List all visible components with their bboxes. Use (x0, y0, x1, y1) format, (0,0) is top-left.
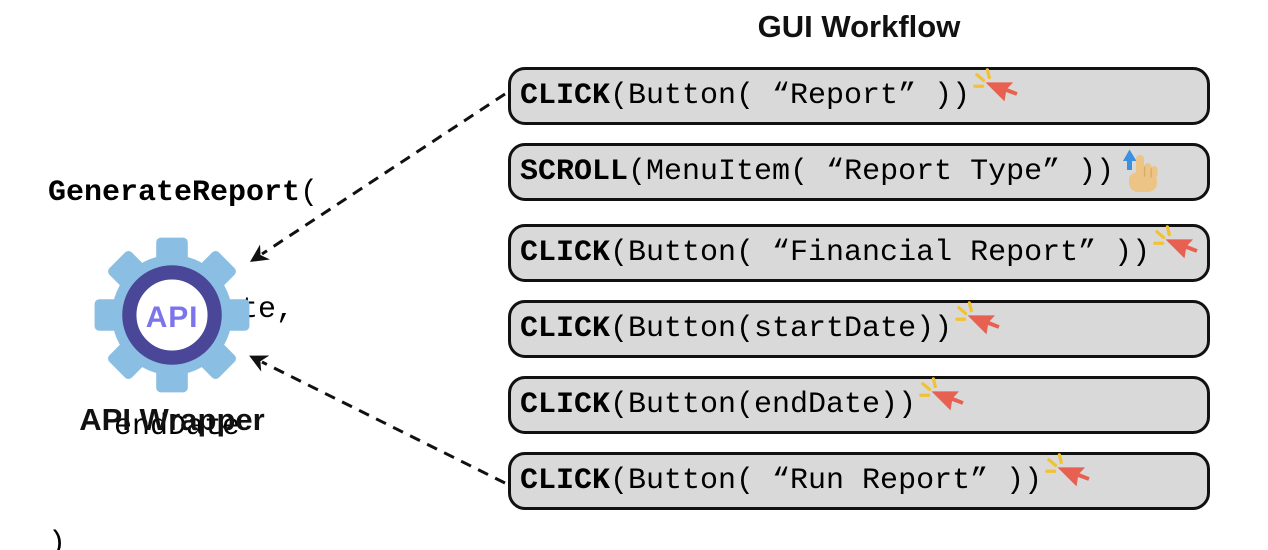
workflow-step-3: CLICK(Button( “Financial Report” )) (508, 224, 1210, 282)
step-arguments: (Button( “Run Report” )) (610, 464, 1043, 498)
step-action: CLICK (520, 464, 611, 498)
function-name: GenerateReport (48, 176, 301, 210)
gui-workflow-title: GUI Workflow (757, 9, 961, 44)
cursor-click-icon (1153, 225, 1198, 259)
workflow-step-2: SCROLL(MenuItem( “Report Type” )) (508, 143, 1210, 201)
step-action: CLICK (520, 312, 611, 346)
step-action: CLICK (520, 388, 611, 422)
step-arguments: (Button( “Financial Report” )) (610, 236, 1151, 270)
gear-svg: API (94, 237, 250, 393)
api-wrapper-label: API Wrapper (79, 402, 265, 437)
cursor-click-icon (1045, 453, 1090, 487)
cursor-click-icon (973, 68, 1018, 102)
step-arguments: (Button( “Report” )) (610, 79, 971, 113)
api-gear-icon: API (93, 236, 251, 394)
step-arguments: (Button(endDate)) (610, 388, 917, 422)
close-paren: ) (48, 527, 67, 550)
step-action: CLICK (520, 236, 611, 270)
cursor-click-icon (919, 377, 964, 411)
gear-api-text: API (146, 301, 198, 334)
code-line-param-end-date: endDate (114, 410, 241, 444)
step-arguments: (MenuItem( “Report Type” )) (628, 155, 1115, 189)
workflow-step-1: CLICK(Button( “Report” )) (508, 67, 1210, 125)
step-arguments: (Button(startDate)) (610, 312, 953, 346)
scroll-up-icon (1123, 149, 1158, 192)
step-action: SCROLL (520, 155, 629, 189)
workflow-step-6: CLICK(Button( “Run Report” )) (508, 452, 1210, 510)
workflow-step-4: CLICK(Button(startDate)) (508, 300, 1210, 358)
workflow-step-5: CLICK(Button(endDate)) (508, 376, 1210, 434)
step-action: CLICK (520, 79, 611, 113)
cursor-click-icon (955, 301, 1000, 335)
